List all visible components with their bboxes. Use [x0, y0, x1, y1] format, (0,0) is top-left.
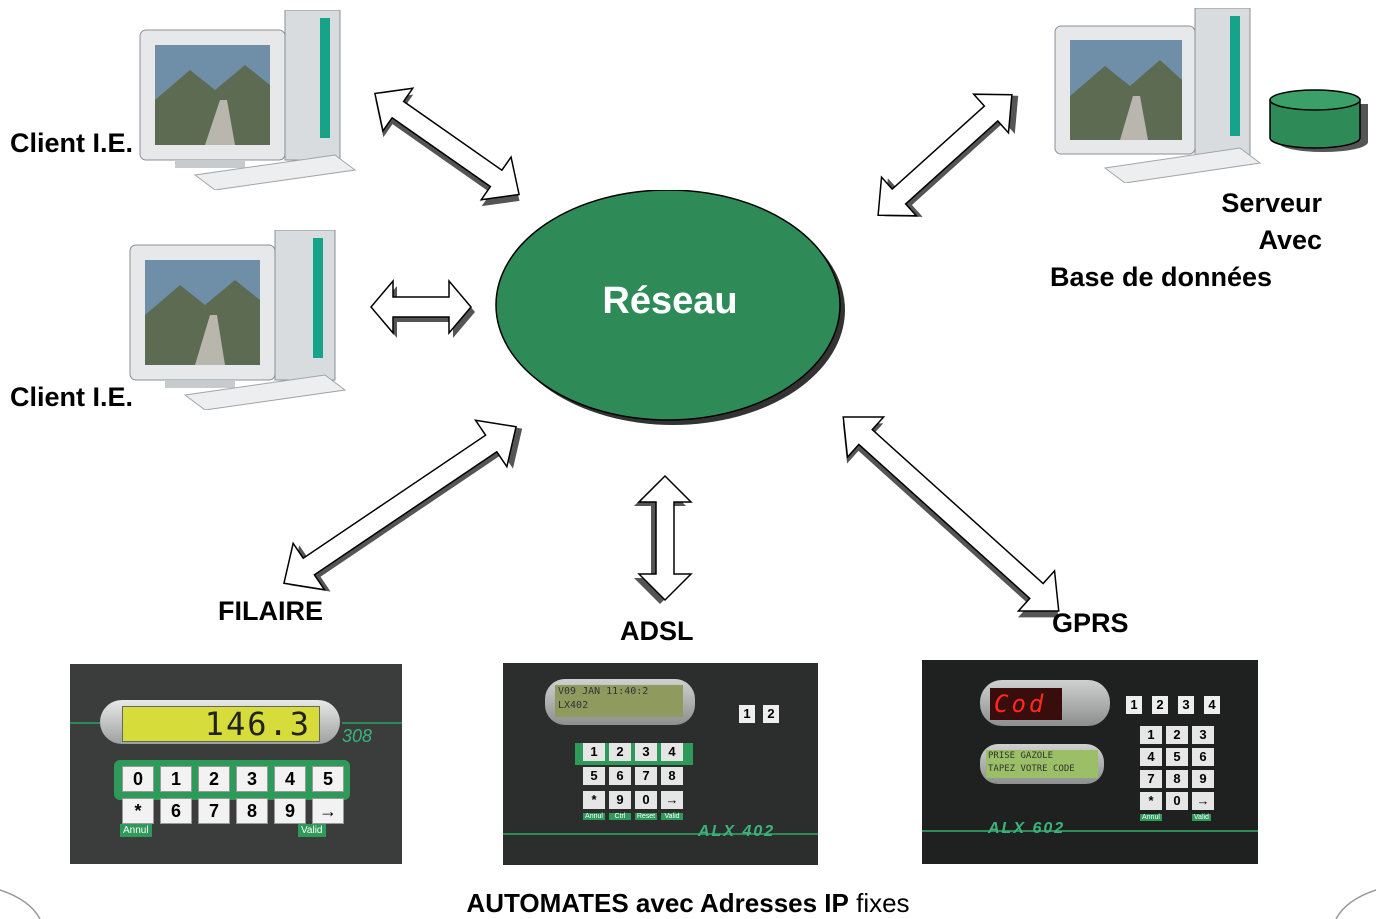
- key-7[interactable]: 7: [1140, 770, 1162, 788]
- lcd-display: PRISE GAZOLE TAPEZ VOTRE CODE: [986, 750, 1098, 778]
- link-label-filaire: FILAIRE: [218, 596, 323, 626]
- key-1[interactable]: 1: [1140, 726, 1162, 744]
- key-8[interactable]: 8: [1166, 770, 1188, 788]
- client-label-2: Client I.E.: [10, 382, 134, 412]
- arrow-adsl: [634, 474, 693, 604]
- key-enter[interactable]: →: [1192, 792, 1214, 810]
- arrow-gprs: [842, 416, 1060, 618]
- key-4[interactable]: 4: [274, 766, 306, 792]
- model-label: ALX 402: [698, 823, 776, 840]
- arrow-client1: [374, 87, 520, 207]
- top-key-1[interactable]: 1: [1126, 696, 1142, 714]
- device-alx602: Cod PRISE GAZOLE TAPEZ VOTRE CODE 1 2 3 …: [922, 660, 1258, 864]
- annul-button[interactable]: Annul: [120, 824, 152, 837]
- model-label: 308: [342, 726, 373, 746]
- top-key-3[interactable]: 3: [1178, 696, 1194, 714]
- key-8[interactable]: 8: [661, 767, 683, 785]
- key-enter[interactable]: →: [312, 798, 344, 824]
- key-2[interactable]: 2: [609, 743, 631, 761]
- server-label-line1: Serveur: [1221, 188, 1322, 218]
- client-label-1: Client I.E.: [10, 128, 134, 158]
- key-star[interactable]: *: [583, 791, 605, 809]
- led-value: Cod: [994, 690, 1047, 718]
- key-9[interactable]: 9: [274, 798, 306, 824]
- device-alx402: V09 JAN 11:40:2 LX402 1 2 1 2 3 4 5 6 7 …: [503, 663, 818, 865]
- key-3[interactable]: 3: [635, 743, 657, 761]
- lcd-display: 146.3: [122, 706, 320, 742]
- footer-bold: AUTOMATES avec Adresses IP: [466, 888, 849, 918]
- lcd-line1: V09 JAN 11:40:2: [558, 686, 649, 697]
- arrow-client2: [370, 278, 475, 338]
- lcd-line1: PRISE GAZOLE: [988, 751, 1054, 761]
- model-label: ALX 602: [988, 820, 1066, 837]
- annul-button[interactable]: Annul: [1140, 814, 1162, 821]
- device-308: 146.3 308 0 1 2 3 4 5 * 6 7 8 9 → Annul …: [70, 664, 402, 864]
- side-key-2[interactable]: 2: [763, 705, 779, 723]
- valid-button[interactable]: Valid: [661, 813, 683, 820]
- server-label-line2: Avec: [1258, 225, 1322, 255]
- lcd-line2: LX402: [558, 700, 589, 711]
- key-4[interactable]: 4: [1140, 748, 1162, 766]
- database-icon: [1269, 89, 1368, 152]
- key-3[interactable]: 3: [1192, 726, 1214, 744]
- key-2[interactable]: 2: [1166, 726, 1188, 744]
- annul-button[interactable]: Annul: [583, 813, 605, 820]
- network-label: Réseau: [602, 280, 738, 322]
- valid-button[interactable]: Valid: [298, 824, 326, 837]
- key-7[interactable]: 7: [635, 767, 657, 785]
- valid-button[interactable]: Valid: [1191, 814, 1211, 821]
- side-key-1[interactable]: 1: [739, 705, 755, 723]
- key-5[interactable]: 5: [583, 767, 605, 785]
- client-computer-1: [139, 10, 357, 190]
- key-5[interactable]: 5: [312, 766, 344, 792]
- key-6[interactable]: 6: [609, 767, 631, 785]
- key-8[interactable]: 8: [236, 798, 268, 824]
- link-label-gprs: GPRS: [1052, 608, 1129, 638]
- lcd-line2: TAPEZ VOTRE CODE: [988, 764, 1075, 774]
- reset-button[interactable]: Reset: [635, 813, 657, 820]
- footer-normal: fixes: [848, 888, 910, 918]
- footer-arcs: [0, 889, 1376, 919]
- server-label-line3: Base de données: [1050, 262, 1273, 292]
- key-star[interactable]: *: [1140, 792, 1162, 810]
- arrow-server: [877, 93, 1019, 217]
- key-1[interactable]: 1: [583, 743, 605, 761]
- network-ellipse: [495, 190, 845, 425]
- key-star[interactable]: *: [122, 798, 154, 824]
- key-2[interactable]: 2: [198, 766, 230, 792]
- ctrl-button[interactable]: Ctrl: [609, 813, 631, 820]
- key-9[interactable]: 9: [1192, 770, 1214, 788]
- top-key-2[interactable]: 2: [1152, 696, 1168, 714]
- key-0[interactable]: 0: [1166, 792, 1188, 810]
- server-computer: [1054, 8, 1262, 183]
- key-0[interactable]: 0: [122, 766, 154, 792]
- led-display: Cod: [990, 688, 1062, 720]
- key-5[interactable]: 5: [1166, 748, 1188, 766]
- key-7[interactable]: 7: [198, 798, 230, 824]
- key-enter[interactable]: →: [661, 791, 683, 809]
- arrow-filaire: [283, 419, 523, 592]
- key-6[interactable]: 6: [1192, 748, 1214, 766]
- footer-caption: AUTOMATES avec Adresses IP fixes: [0, 888, 1376, 919]
- client-computer-2: [129, 230, 347, 410]
- key-4[interactable]: 4: [661, 743, 683, 761]
- key-1[interactable]: 1: [160, 766, 192, 792]
- top-key-4[interactable]: 4: [1204, 696, 1220, 714]
- lcd-display: V09 JAN 11:40:2 LX402: [555, 685, 683, 717]
- key-3[interactable]: 3: [236, 766, 268, 792]
- key-0[interactable]: 0: [635, 791, 657, 809]
- key-9[interactable]: 9: [609, 791, 631, 809]
- key-6[interactable]: 6: [160, 798, 192, 824]
- lcd-value: 146.3: [204, 705, 311, 743]
- link-label-adsl: ADSL: [620, 616, 694, 646]
